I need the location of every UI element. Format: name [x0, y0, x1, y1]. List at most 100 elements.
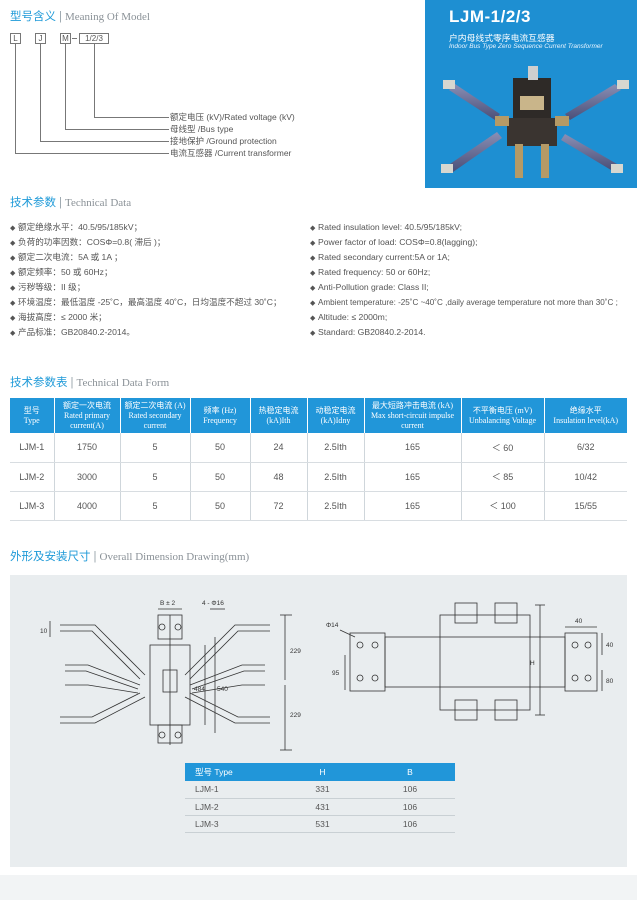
title-separator: | — [70, 377, 74, 389]
dim-label-484: 484 — [194, 686, 205, 693]
table-cell: 3000 — [53, 462, 120, 492]
param-en-text: Rated frequency: 50 or 60Hz; — [318, 267, 431, 277]
table-cell: 5 — [119, 462, 190, 492]
model-title-en: Meaning Of Model — [65, 11, 150, 23]
param-zh-text: 负荷的功率因数：COSΦ=0.8( 滞后 )； — [18, 237, 166, 247]
param-en-text: Standard: GB20840.2-2014. — [318, 327, 426, 337]
dim-table-header-cell: B — [365, 763, 455, 781]
table-header-cell: 不平衡电压 (mV)Unbalancing Voltage — [460, 398, 544, 433]
leader-line-voltage-v — [94, 44, 95, 117]
dim-label-40-top: 40 — [575, 618, 583, 625]
param-en-text: Anti-Pollution grade: Class II; — [318, 282, 429, 292]
banner-title: LJM-1/2/3 — [449, 7, 531, 26]
dim-table-cell: LJM-3 — [185, 815, 280, 833]
dim-table-row: LJM-3 531 106 — [185, 815, 455, 833]
dim-table-cell: 431 — [280, 798, 365, 816]
table-header-cell: 额定二次电流 (A)Rated secondary current — [119, 398, 190, 433]
diamond-bullet-icon: ◆ — [310, 255, 316, 262]
diamond-bullet-icon: ◆ — [10, 285, 16, 292]
param-en-item: ◆Rated insulation level: 40.5/95/185kV; — [310, 222, 462, 234]
front-view — [49, 608, 292, 751]
banner-subtitle-zh: 户内母线式零序电流互感器 — [449, 33, 555, 43]
table-cell: 50 — [189, 433, 250, 463]
dim-label-ten: 10 — [40, 628, 48, 635]
table-cell: ＜ 100 — [460, 491, 544, 521]
table-cell: 165 — [363, 433, 461, 463]
table-row: LJM-2 3000 5 50 48 2.5Ith 165 ＜ 85 10/42 — [10, 462, 627, 492]
diamond-bullet-icon: ◆ — [10, 240, 16, 247]
model-desc-bus: 母线型 /Bus type — [170, 124, 234, 134]
table-cell: 50 — [189, 462, 250, 492]
model-section-title: 型号含义|Meaning Of Model — [10, 8, 150, 24]
dim-label-40-side: 40 — [606, 642, 614, 649]
table-cell: 2.5Ith — [306, 491, 364, 521]
leader-line-ground-h — [40, 141, 169, 142]
dim-label-229-bottom: 229 — [290, 712, 301, 719]
dim-label-540: 540 — [217, 686, 228, 693]
param-zh-text: 额定绝缘水平：40.5/95/185kV； — [18, 222, 143, 232]
leader-line-ct-h — [15, 153, 169, 154]
diamond-bullet-icon: ◆ — [10, 330, 16, 337]
diamond-bullet-icon: ◆ — [310, 225, 316, 232]
table-cell: 10/42 — [543, 462, 627, 492]
model-dash — [72, 38, 77, 39]
model-desc-voltage: 额定电压 (kV)/Rated voltage (kV) — [170, 112, 295, 122]
diamond-bullet-icon: ◆ — [10, 225, 16, 232]
dim-table-cell: 106 — [365, 815, 455, 833]
dim-table-row: LJM-1 331 106 — [185, 781, 455, 799]
param-zh-item: ◆环境温度：最低温度 -25˚C，最高温度 40˚C，日均温度不超过 30˚C； — [10, 297, 282, 309]
param-en-text: Power factor of load: COSΦ=0.8(lagging); — [318, 237, 478, 247]
dim-table-cell: 106 — [365, 798, 455, 816]
table-title-zh: 技术参数表 — [10, 377, 68, 389]
dimension-table: 型号 Type H B LJM-1 331 106 LJM-2 431 106 … — [185, 763, 455, 833]
param-zh-item: ◆额定绝缘水平：40.5/95/185kV； — [10, 222, 142, 234]
dim-label-h: H — [530, 660, 535, 667]
leader-line-ct-v — [15, 44, 16, 153]
model-code-diagram: L J M 1/2/3 — [10, 33, 180, 47]
table-header-cell: 动稳定电流(kA)Idny — [306, 398, 364, 433]
table-header-cell: 热稳定电流(kA)Ith — [249, 398, 307, 433]
dim-table-header-row: 型号 Type H B — [185, 763, 455, 781]
model-box-l: L — [10, 33, 21, 44]
leader-line-voltage-h — [94, 117, 169, 118]
param-zh-text: 产品标准：GB20840.2-2014。 — [18, 327, 136, 337]
dimension-drawing-panel: B ± 2 4 - Φ16 10 484 540 229 229 — [10, 575, 627, 867]
diamond-bullet-icon: ◆ — [310, 240, 316, 247]
dim-label-95: 95 — [332, 670, 340, 677]
table-cell: 72 — [249, 491, 307, 521]
diamond-bullet-icon: ◆ — [310, 330, 316, 337]
leader-line-bus-v — [65, 44, 66, 129]
table-cell: LJM-1 — [10, 433, 54, 463]
dim-label-b: B ± 2 — [160, 600, 176, 607]
param-zh-item: ◆污秽等级：II 级； — [10, 282, 85, 294]
diamond-bullet-icon: ◆ — [310, 285, 316, 292]
diamond-bullet-icon: ◆ — [10, 315, 16, 322]
table-cell: ＜ 60 — [460, 433, 544, 463]
diamond-bullet-icon: ◆ — [310, 270, 316, 277]
dim-label-80: 80 — [606, 678, 614, 685]
param-en-item: ◆Ambient temperature: -25˚C ~40˚C ,daily… — [310, 297, 618, 309]
table-cell: 6/32 — [543, 433, 627, 463]
table-row: LJM-1 1750 5 50 24 2.5Ith 165 ＜ 60 6/32 — [10, 433, 627, 463]
model-box-m: M — [60, 33, 71, 44]
param-en-item: ◆Rated secondary current:5A or 1A; — [310, 252, 450, 264]
param-zh-item: ◆产品标准：GB20840.2-2014。 — [10, 327, 135, 339]
banner-subtitle-en: Indoor Bus Type Zero Sequence Current Tr… — [449, 43, 603, 50]
table-header-cell: 频率 (Hz)Frequency — [189, 398, 250, 433]
diamond-bullet-icon: ◆ — [10, 255, 16, 262]
model-box-j: J — [35, 33, 46, 44]
dim-table-cell: 531 — [280, 815, 365, 833]
param-en-text: Ambient temperature: -25˚C ~40˚C ,daily … — [318, 298, 618, 307]
diamond-bullet-icon: ◆ — [10, 300, 16, 307]
diamond-bullet-icon: ◆ — [310, 315, 316, 322]
table-row: LJM-3 4000 5 50 72 2.5Ith 165 ＜ 100 15/5… — [10, 491, 627, 521]
diamond-bullet-icon: ◆ — [10, 270, 16, 277]
param-zh-text: 污秽等级：II 级； — [18, 282, 86, 292]
tech-title-en: Technical Data — [65, 197, 132, 209]
dim-table-row: LJM-2 431 106 — [185, 798, 455, 816]
table-cell: 4000 — [53, 491, 120, 521]
model-desc-ground: 接地保护 /Ground protection — [170, 136, 277, 146]
leader-line-ground-v — [40, 44, 41, 141]
table-cell: 5 — [119, 491, 190, 521]
